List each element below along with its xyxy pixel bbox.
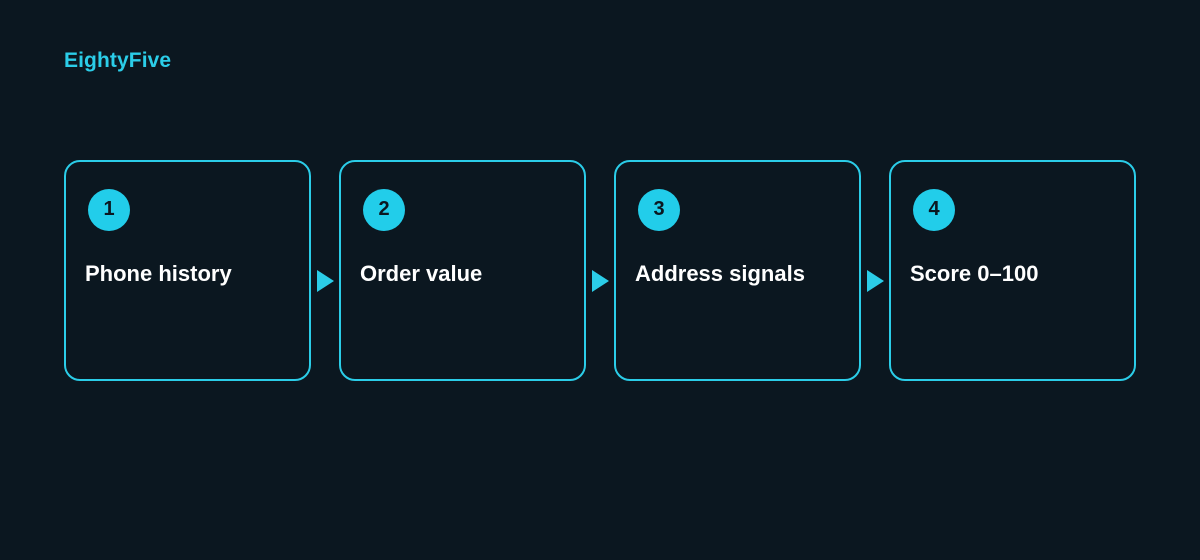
step-number-badge: 2 [363, 189, 405, 231]
step-card-4: 4 Score 0–100 [889, 160, 1136, 381]
step-card-3: 3 Address signals [614, 160, 861, 381]
brand-name: EightyFive [64, 49, 172, 72]
step-label: Address signals [635, 261, 805, 286]
process-flow: 1 Phone history 2 Order value 3 Address … [64, 160, 1137, 381]
step-label: Phone history [85, 261, 232, 286]
arrow-right-icon [317, 270, 334, 292]
step-label: Order value [360, 261, 483, 286]
step-number-badge: 3 [638, 189, 680, 231]
step-label: Score 0–100 [910, 261, 1039, 286]
step-card-1: 1 Phone history [64, 160, 311, 381]
arrow-right-icon [592, 270, 609, 292]
arrow-right-icon [867, 270, 884, 292]
step-number-badge: 1 [88, 189, 130, 231]
step-card-2: 2 Order value [339, 160, 586, 381]
step-number-badge: 4 [913, 189, 955, 231]
